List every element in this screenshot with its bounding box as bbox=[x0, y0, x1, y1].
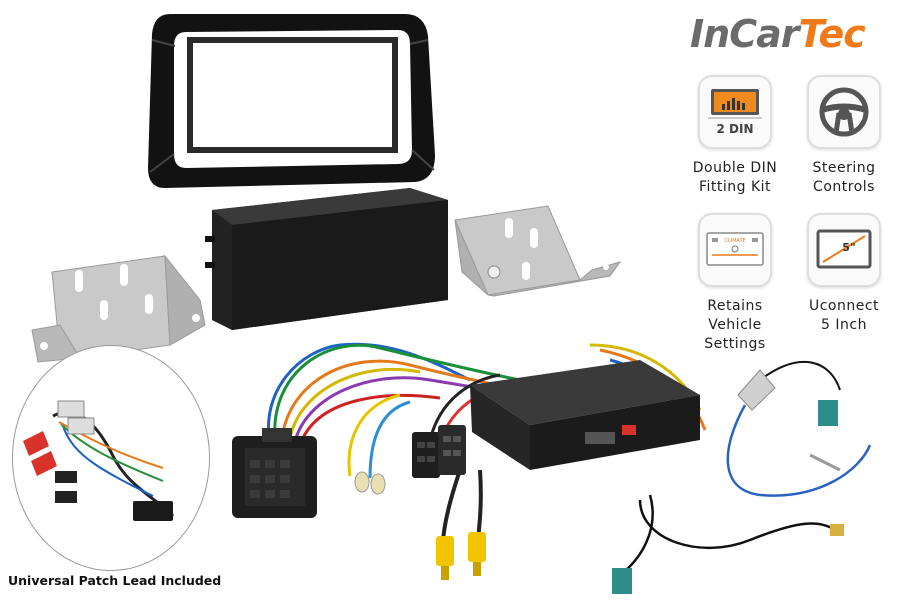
interface-module bbox=[470, 360, 700, 470]
feature-steering-controls: Steering Controls bbox=[789, 75, 899, 197]
steering-wheel-icon bbox=[807, 75, 881, 149]
feature-label-line2: Settings bbox=[704, 336, 766, 352]
brand-name-part1: InCar bbox=[690, 12, 799, 56]
double-din-icon: 2 DIN bbox=[698, 75, 772, 149]
feature-label-line2: Fitting Kit bbox=[698, 179, 772, 195]
feature-label-line1: Double DIN bbox=[692, 160, 778, 176]
patch-lead-caption: Universal Patch Lead Included bbox=[8, 573, 222, 588]
feature-uconnect: 5" Uconnect 5 Inch bbox=[789, 213, 899, 335]
left-mounting-bracket bbox=[31, 254, 206, 363]
feature-label-line2: 5 Inch bbox=[821, 317, 867, 333]
brand-name-part2: Tec bbox=[798, 12, 865, 56]
double-din-badge: 2 DIN bbox=[717, 122, 754, 136]
double-din-fascia bbox=[148, 14, 435, 188]
feature-label-line1: Uconnect bbox=[808, 298, 880, 314]
screen-size-icon: 5" bbox=[807, 213, 881, 287]
storage-pocket bbox=[205, 188, 448, 330]
iso-connectors bbox=[412, 425, 466, 478]
feature-label-retains: Retains Vehicle Settings bbox=[680, 297, 790, 354]
feature-label-line2: Controls bbox=[813, 179, 875, 195]
antenna-adapters bbox=[612, 361, 872, 594]
patch-lead-illustration bbox=[23, 400, 175, 521]
feature-label-line1: Steering bbox=[812, 160, 876, 176]
vehicle-connector bbox=[232, 428, 317, 518]
screen-size-text: 5" bbox=[842, 241, 855, 254]
feature-label-uconnect: Uconnect 5 Inch bbox=[789, 297, 899, 335]
feature-double-din: 2 DIN Double DIN Fitting Kit bbox=[680, 75, 790, 197]
brand-logo: InCarTec bbox=[690, 10, 890, 58]
patch-lead-inset bbox=[12, 345, 210, 571]
spade-terminals bbox=[354, 471, 386, 495]
climate-screen-icon: CLIMATE bbox=[698, 213, 772, 287]
climate-screen-text: CLIMATE bbox=[724, 238, 745, 244]
feature-label-double-din: Double DIN Fitting Kit bbox=[680, 159, 790, 197]
feature-retains-settings: CLIMATE Retains Vehicle Settings bbox=[680, 213, 790, 354]
rca-connectors bbox=[436, 532, 486, 580]
feature-label-line1: Retains Vehicle bbox=[707, 298, 763, 333]
feature-label-steering: Steering Controls bbox=[789, 159, 899, 197]
right-mounting-bracket bbox=[454, 205, 622, 297]
